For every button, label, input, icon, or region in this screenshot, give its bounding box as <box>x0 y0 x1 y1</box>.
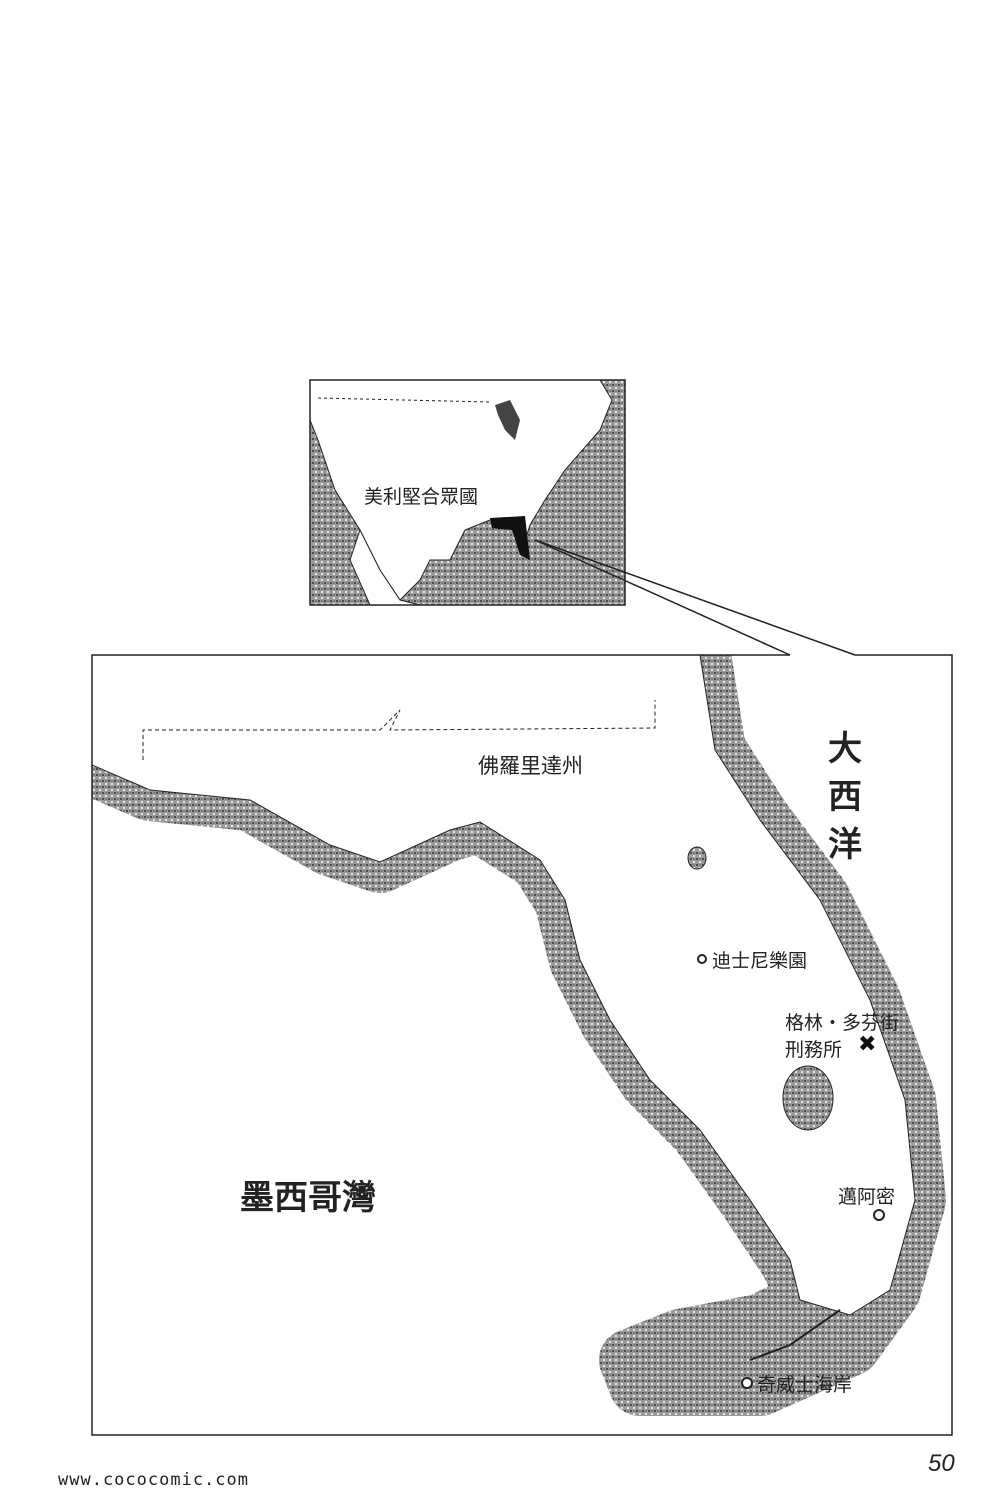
inset-border <box>317 397 491 403</box>
state-border <box>142 700 656 760</box>
usa-label: 美利堅合眾國 <box>364 486 479 508</box>
inset-great-lakes <box>495 400 520 440</box>
florida-land <box>92 655 916 1316</box>
main-frame <box>91 654 953 1436</box>
atlantic-label: 大西洋 <box>828 729 862 865</box>
callout-lines <box>534 539 856 656</box>
keywest-label: 奇威士海岸 <box>757 1374 853 1396</box>
page-number: 50 <box>928 1450 955 1477</box>
inset-land <box>309 379 613 601</box>
disney-marker <box>697 954 707 964</box>
keys <box>749 1309 841 1361</box>
watermark: www.cococomic.com <box>58 1470 249 1490</box>
gulf-label: 墨西哥灣 <box>240 1178 376 1218</box>
florida-label: 佛羅里達州 <box>478 754 583 778</box>
inset-florida <box>490 516 530 560</box>
miami-label: 邁阿密 <box>838 1186 896 1208</box>
prison-label-line2: 刑務所 <box>785 1039 843 1061</box>
keywest-marker <box>741 1377 753 1389</box>
inset-map <box>309 379 626 606</box>
lake-okeechobee <box>782 1065 834 1131</box>
lake-small <box>687 846 707 870</box>
disney-label: 迪士尼樂園 <box>712 950 808 972</box>
main-map: ✖ <box>91 654 953 1436</box>
prison-marker-x-icon: ✖ <box>858 1032 876 1057</box>
miami-marker <box>873 1209 885 1221</box>
prison-label-line1: 格林・多芬街 <box>785 1012 900 1034</box>
